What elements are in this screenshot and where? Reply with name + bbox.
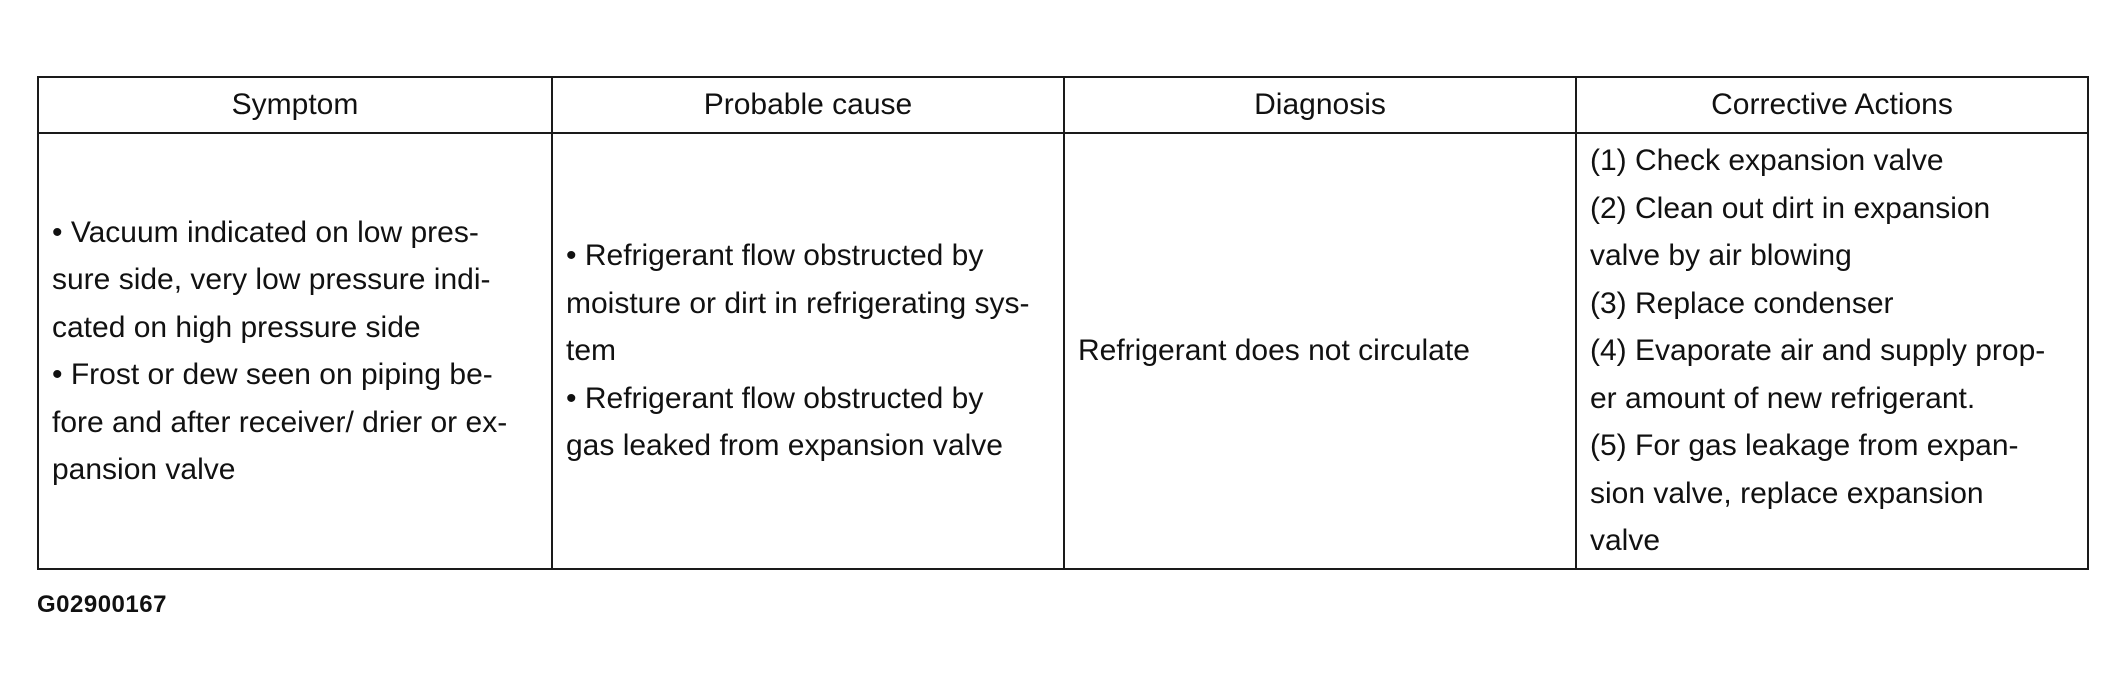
header-symptom: Symptom [37,76,553,134]
symptom-line: pansion valve [52,453,236,486]
diagnosis-line: Refrigerant does not circulate [1078,334,1470,368]
probable-cause-line: moisture or dirt in refrigerating sys- [566,286,1030,320]
probable-cause-line: • Refrigerant flow obstructed by [566,381,984,415]
symptom-line: • Frost or dew seen on piping be- [52,358,493,391]
figure-id: G02900167 [37,591,167,618]
header-diagnosis: Diagnosis [1063,76,1577,134]
corrective-action-line: (1) Check expansion valve [1590,144,1944,178]
corrective-action-line: valve by air blowing [1590,239,1852,273]
header-probable-cause: Probable cause [551,76,1065,134]
probable-cause-line: tem [566,334,617,368]
corrective-action-line: (2) Clean out dirt in expansion [1590,191,1991,225]
symptom-line: fore and after receiver/ drier or ex- [52,405,508,439]
corrective-action-line: valve [1590,524,1661,558]
probable-cause-line: gas leaked from expansion valve [566,429,1003,463]
corrective-action-line: (5) For gas leakage from expan- [1590,429,2019,463]
symptom-line: cated on high pressure side [52,310,421,344]
diagnosis-cell: Refrigerant does not circulate [1063,132,1577,570]
corrective-action-line: er amount of new refrigerant. [1590,381,1976,415]
corrective-actions-cell: (1) Check expansion valve (2) Clean out … [1575,132,2089,570]
table-row: • Vacuum indicated on low pres- sure sid… [37,132,2089,570]
probable-cause-line: • Refrigerant flow obstructed by [566,239,984,273]
symptom-line: • Vacuum indicated on low pres- [52,215,479,249]
probable-cause-cell: • Refrigerant flow obstructed by moistur… [551,132,1065,570]
symptom-cell: • Vacuum indicated on low pres- sure sid… [37,132,553,570]
symptom-line: sure side, very low pressure indi- [52,263,491,296]
diagnosis-table: Symptom Probable cause Diagnosis Correct… [37,76,2089,570]
corrective-action-line: (4) Evaporate air and supply prop- [1590,334,2046,368]
header-row: Symptom Probable cause Diagnosis Correct… [37,76,2089,134]
corrective-action-line: sion valve, replace expansion [1590,476,1984,510]
header-corrective-actions: Corrective Actions [1575,76,2089,134]
corrective-action-line: (3) Replace condenser [1590,286,1894,320]
